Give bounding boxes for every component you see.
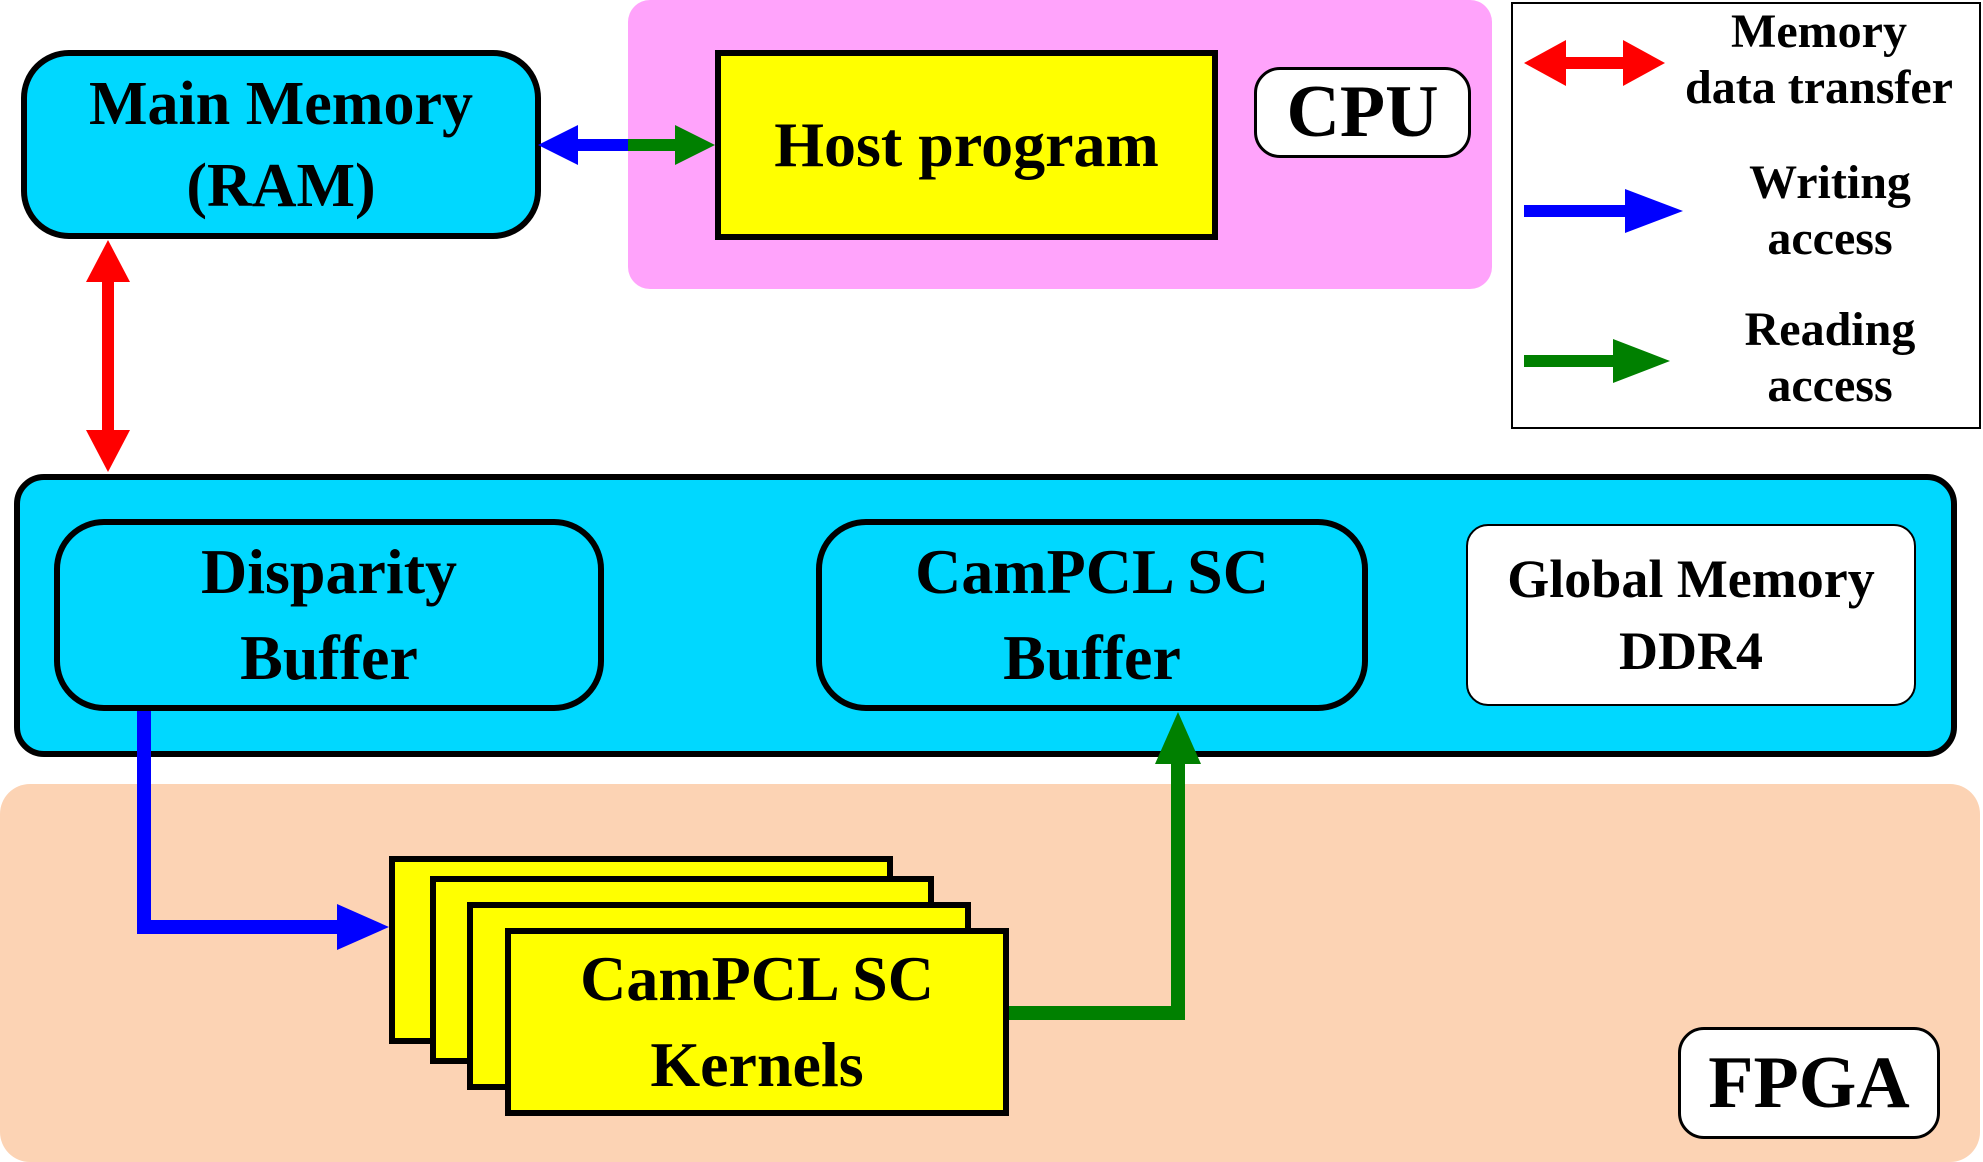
arrow-right-icon	[1524, 189, 1683, 233]
cpu-label-text: CPU	[1286, 71, 1439, 153]
cpu-label: CPU	[1254, 67, 1471, 158]
ram-fpga-transfer-arrow	[86, 240, 130, 472]
legend-label: Reading	[1744, 303, 1916, 356]
legend-item-writing: Writing access	[1730, 155, 1930, 267]
kernels-label: CamPCL SC	[580, 943, 934, 1014]
legend-sublabel: access	[1767, 212, 1893, 265]
global-memory-label: Global Memory	[1507, 549, 1875, 609]
host-program-box: Host program	[715, 50, 1218, 240]
main-memory-label: Main Memory	[89, 69, 473, 138]
legend-sublabel: data transfer	[1685, 61, 1953, 114]
disparity-buffer-box: Disparity Buffer	[54, 519, 604, 711]
global-memory-sublabel: DDR4	[1619, 621, 1763, 681]
legend-item-reading: Reading access	[1730, 302, 1930, 414]
main-memory-sublabel: (RAM)	[186, 151, 376, 220]
double-arrow-icon	[1524, 40, 1665, 86]
legend-sublabel: access	[1767, 359, 1893, 412]
fpga-label: FPGA	[1678, 1027, 1940, 1139]
buffer-to-kernel-write-arrow	[137, 711, 389, 950]
kernel-to-buffer-read-arrow	[1009, 712, 1201, 1020]
legend-item-memory-transfer: Memory data transfer	[1663, 4, 1975, 116]
kernel-card-front: CamPCL SC Kernels	[505, 928, 1009, 1116]
host-program-label: Host program	[774, 109, 1159, 180]
arrow-right-icon	[1524, 339, 1670, 383]
campcl-buffer-label: CamPCL SC	[915, 536, 1269, 607]
legend-label: Memory	[1731, 5, 1907, 58]
ram-host-arrow	[538, 125, 715, 165]
kernels-sublabel: Kernels	[650, 1029, 864, 1100]
campcl-buffer-sublabel: Buffer	[1003, 622, 1181, 693]
disparity-buffer-label: Disparity	[201, 536, 457, 607]
global-memory-box: Global Memory DDR4	[1466, 524, 1916, 706]
main-memory-box: Main Memory (RAM)	[21, 50, 541, 239]
disparity-buffer-sublabel: Buffer	[240, 622, 418, 693]
legend-label: Writing	[1749, 156, 1911, 209]
fpga-label-text: FPGA	[1708, 1041, 1910, 1124]
campcl-buffer-box: CamPCL SC Buffer	[816, 519, 1368, 711]
